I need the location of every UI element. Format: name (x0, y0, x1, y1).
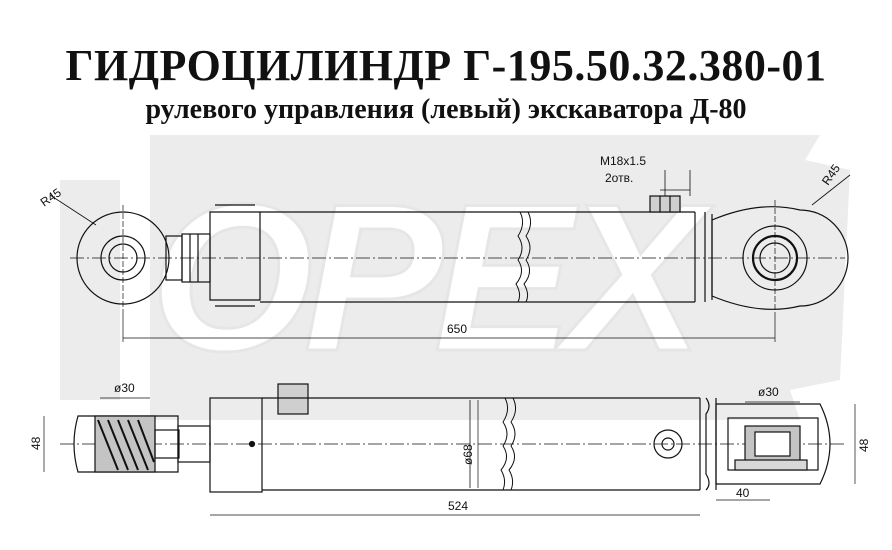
dim-dia-left: ø30 (114, 381, 135, 395)
page-title: ГИДРОЦИЛИНДР Г-195.50.32.380-01 (65, 41, 827, 90)
watermark-text: OPEX (150, 160, 714, 395)
dim-thread-1: M18x1.5 (600, 154, 646, 168)
dim-524: 524 (448, 499, 468, 513)
dim-thread-2: 2отв. (605, 171, 633, 185)
dim-h-right: 48 (857, 438, 871, 452)
dim-dia-right: ø30 (758, 385, 779, 399)
top-view (49, 170, 851, 342)
dim-650: 650 (447, 322, 467, 336)
dim-dia-body: ø68 (461, 444, 475, 465)
dim-h-left: 48 (29, 436, 43, 450)
page-subtitle: рулевого управления (левый) экскаватора … (145, 94, 747, 125)
bottom-view (43, 383, 856, 516)
dim-40: 40 (736, 486, 750, 500)
